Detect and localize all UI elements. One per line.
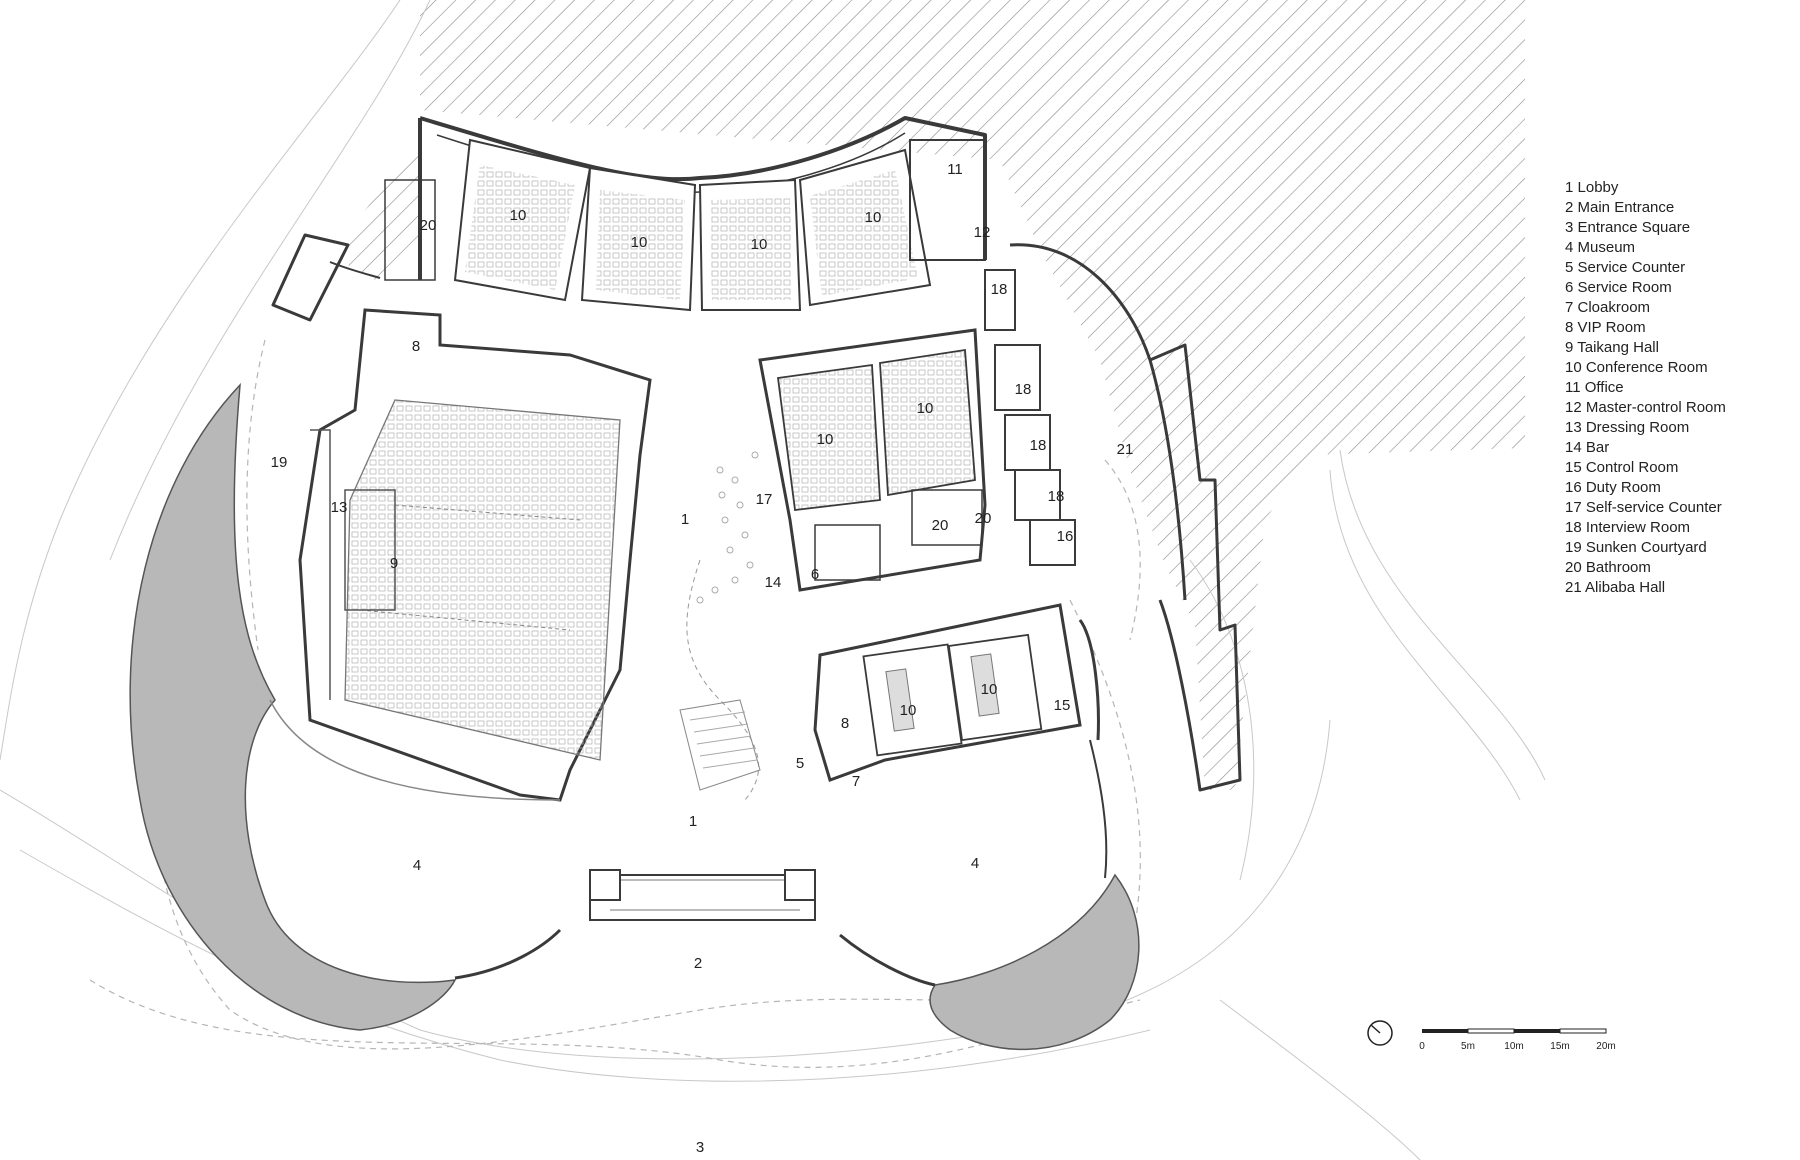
label-conference-room: 10 (900, 702, 917, 719)
legend-item: 18 Interview Room (1565, 519, 1691, 536)
legend-item: 6 Service Room (1565, 279, 1672, 296)
label-vip-room: 8 (412, 338, 420, 355)
label-conference-room: 10 (917, 400, 934, 417)
scale-tick: 10m (1504, 1041, 1523, 1052)
label-taikang-hall: 9 (390, 555, 398, 572)
label-interview-room: 18 (1048, 488, 1065, 505)
label-duty-room: 16 (1057, 528, 1074, 545)
legend-item: 4 Museum (1565, 239, 1636, 256)
label-interview-room: 18 (991, 281, 1008, 298)
label-cloakroom: 7 (852, 773, 860, 790)
sunken-courtyard-left (129, 382, 457, 1031)
label-vip-room: 8 (841, 715, 849, 732)
label-self-service-counter: 17 (756, 491, 773, 508)
east-conference-block (758, 269, 1076, 592)
label-bathroom: 20 (975, 510, 992, 527)
label-service-room: 6 (811, 566, 819, 583)
legend-item: 16 Duty Room (1565, 479, 1661, 496)
label-conference-room: 10 (865, 209, 882, 226)
label-bar: 14 (765, 574, 782, 591)
scale-tick: 15m (1550, 1041, 1569, 1052)
label-conference-room: 10 (981, 681, 998, 698)
legend-item: 13 Dressing Room (1565, 419, 1690, 436)
label-interview-room: 18 (1015, 381, 1032, 398)
legend-item: 20 Bathroom (1565, 559, 1651, 576)
legend-item: 9 Taikang Hall (1565, 339, 1659, 356)
label-bathroom: 20 (420, 217, 437, 234)
label-lobby: 1 (689, 813, 697, 830)
hatched-terrain-left (330, 140, 420, 280)
label-control-room: 15 (1054, 697, 1071, 714)
southeast-conference-block (813, 603, 1100, 782)
sunken-courtyard-right (929, 873, 1140, 1051)
label-main-entrance: 2 (694, 955, 702, 972)
label-sunken-courtyard: 19 (271, 454, 288, 471)
label-conference-room: 10 (510, 207, 527, 224)
building-walls (271, 116, 1242, 792)
label-service-counter: 5 (796, 755, 804, 772)
label-conference-room: 10 (631, 234, 648, 251)
legend-item: 5 Service Counter (1565, 259, 1686, 276)
label-museum: 4 (413, 857, 421, 874)
taikang-hall-block (298, 308, 652, 802)
label-lobby: 1 (681, 511, 689, 528)
museum-walls (269, 699, 1108, 987)
label-master-control-room: 12 (974, 224, 991, 241)
legend-item: 7 Cloakroom (1565, 299, 1651, 316)
north-conference-block (384, 138, 986, 312)
legend-item: 21 Alibaba Hall (1565, 579, 1666, 596)
label-alibaba-hall: 21 (1117, 441, 1134, 458)
legend-item: 19 Sunken Courtyard (1565, 539, 1707, 556)
legend-item: 11 Office (1565, 379, 1624, 396)
legend-item: 1 Lobby (1565, 179, 1619, 196)
main-entrance (589, 869, 816, 921)
legend-item: 14 Bar (1565, 439, 1610, 456)
label-museum: 4 (971, 855, 979, 872)
legend-item: 12 Master-control Room (1565, 399, 1726, 416)
label-dressing-room: 13 (331, 499, 348, 516)
label-bathroom: 20 (932, 517, 949, 534)
legend-item: 17 Self-service Counter (1565, 499, 1722, 516)
site-contours (0, 0, 1546, 1160)
label-entrance-square: 3 (696, 1139, 704, 1156)
legend-item: 3 Entrance Square (1565, 219, 1691, 236)
hatched-terrain (420, 0, 1525, 790)
scale-bar: 0 5m 10m 15m 20m (1419, 1028, 1616, 1052)
lobby-features (679, 451, 761, 801)
scale-tick: 0 (1419, 1041, 1425, 1052)
legend-item: 15 Control Room (1565, 459, 1679, 476)
legend-item: 8 VIP Room (1565, 319, 1646, 336)
legend-item: 10 Conference Room (1565, 359, 1708, 376)
room-legend: 1 Lobby 2 Main Entrance 3 Entrance Squar… (1565, 178, 1726, 598)
label-conference-room: 10 (751, 236, 768, 253)
label-interview-room: 18 (1030, 437, 1047, 454)
legend-item: 2 Main Entrance (1565, 199, 1675, 216)
room-labels: 1 1 2 3 4 4 5 6 7 8 8 9 10 10 10 10 10 1… (271, 161, 1134, 1156)
scale-tick: 20m (1596, 1041, 1615, 1052)
north-arrow-icon (1367, 1020, 1393, 1046)
label-office: 11 (947, 161, 963, 178)
label-conference-room: 10 (817, 431, 834, 448)
scale-tick: 5m (1461, 1041, 1475, 1052)
